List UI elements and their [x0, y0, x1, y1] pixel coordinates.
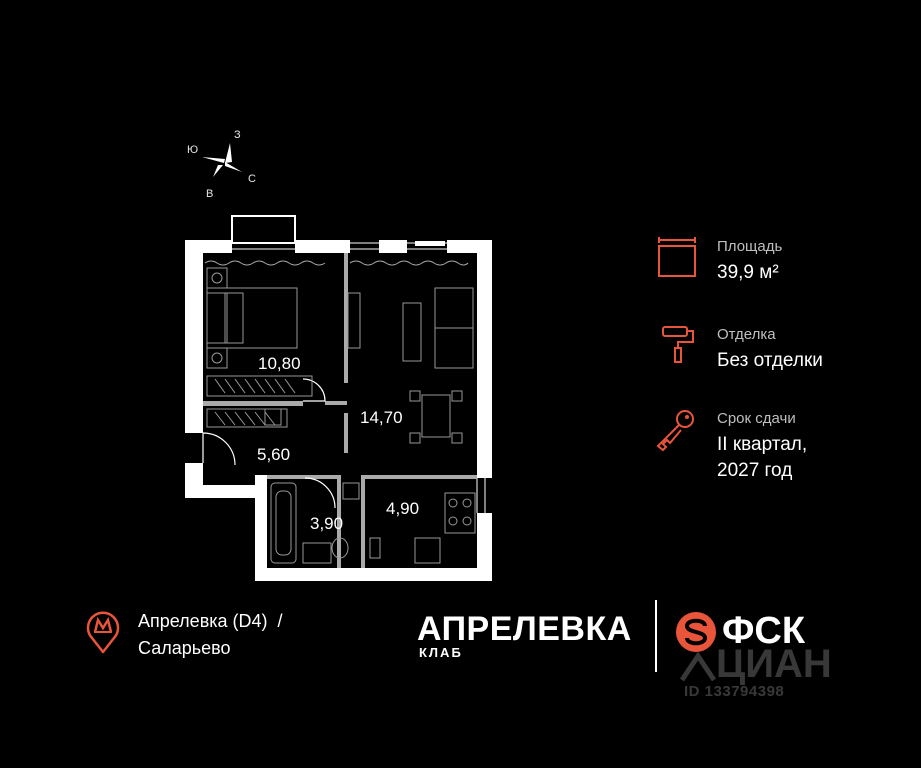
compass-letter-west: В	[206, 188, 214, 200]
finish-label: Отделка	[717, 326, 776, 343]
delivery-value-line1: II квартал,	[717, 434, 808, 455]
room-area-hallway: 5,60	[257, 445, 291, 464]
room-area-kitchen: 4,90	[386, 499, 420, 518]
area-value: 39,9 м²	[717, 262, 779, 283]
paint-roller-icon	[662, 326, 694, 363]
room-area-bedroom: 10,80	[258, 354, 301, 373]
compass-letter-east: С	[248, 173, 256, 185]
delivery-label: Срок сдачи	[717, 410, 796, 427]
compass-rose-icon	[202, 143, 242, 177]
brand-name: АПРЕЛЕВКА	[417, 610, 632, 648]
watermark-text: ЦИАН	[716, 642, 832, 686]
fsk-logo-icon	[676, 612, 716, 652]
key-icon	[656, 410, 694, 452]
info-panel: Площадь 39,9 м² Отделка Без отделки Срок…	[650, 230, 900, 490]
bedroom-furniture	[206, 267, 313, 397]
interior-walls	[203, 253, 477, 568]
hallway-furniture	[206, 408, 288, 428]
compass-letter-south: Ю	[187, 144, 199, 156]
fixtures	[270, 482, 476, 564]
brand-divider	[655, 600, 657, 672]
windows	[232, 242, 486, 513]
finish-value: Без отделки	[717, 350, 823, 371]
developer-name: ФСК	[722, 610, 806, 652]
cian-house-icon	[680, 651, 716, 682]
door-swings	[202, 378, 336, 509]
watermark-id: ID 133794398	[684, 683, 785, 700]
curtains	[204, 260, 469, 266]
floor-plan	[185, 215, 492, 581]
room-area-bathroom: 3,90	[310, 514, 344, 533]
compass-letter-north: З	[234, 129, 241, 141]
exterior-walls	[185, 240, 492, 581]
wall-markers	[350, 570, 430, 575]
living-furniture	[347, 287, 474, 444]
metro-station-line1: Апрелевка (D4) /	[138, 611, 283, 631]
delivery-value-line2: 2027 год	[717, 460, 793, 481]
area-label: Площадь	[717, 238, 783, 255]
brand-sub: КЛАБ	[419, 645, 463, 660]
room-area-living: 14,70	[360, 408, 403, 427]
area-icon	[658, 237, 696, 277]
compass: З Ю С В	[180, 125, 265, 205]
metro-station-line2: Саларьево	[138, 638, 231, 658]
balcony-left	[231, 215, 296, 244]
metro-icon	[86, 611, 120, 654]
